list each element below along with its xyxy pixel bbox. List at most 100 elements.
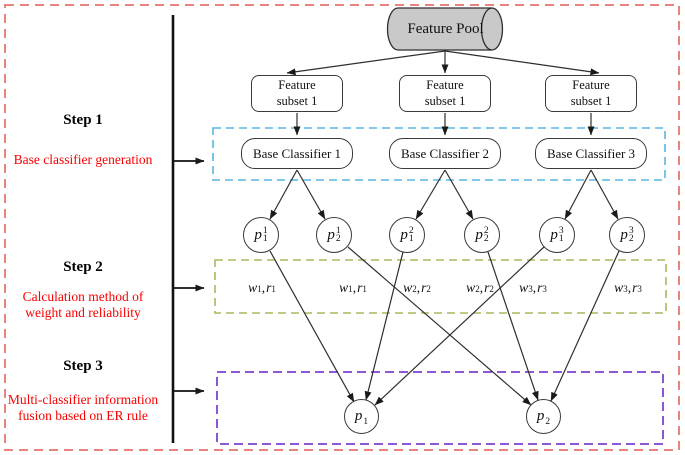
r-symbol: r — [632, 279, 638, 295]
base-classifier-box-3: Base Classifier 3 — [535, 138, 647, 169]
figure-outer-border — [4, 4, 680, 451]
belief-3-base: p — [400, 226, 408, 243]
w-subscript: 1 — [348, 283, 353, 294]
belief-1-base: p — [254, 226, 262, 243]
feature-subset-3-line1: Feature — [572, 78, 610, 92]
feature-subset-1-line1: Feature — [278, 78, 316, 92]
classifier1-to-p11-arrow — [269, 169, 298, 220]
r-subscript: 3 — [637, 283, 642, 294]
w-subscript: 1 — [257, 283, 262, 294]
separator: , — [416, 279, 421, 295]
w-symbol: w — [466, 279, 476, 295]
w-subscript: 3 — [528, 283, 533, 294]
step3-description-line2: fusion based on ER rule — [18, 408, 148, 423]
separator: , — [479, 279, 484, 295]
belief-4-base: p — [475, 226, 483, 243]
p21-to-p2-arrow — [347, 246, 532, 406]
feature-subset-box-1: Feature subset 1 — [251, 75, 343, 112]
step3-region-box — [216, 371, 664, 445]
belief-1-sub: 1 — [262, 234, 268, 244]
belief-2-base: p — [327, 226, 335, 243]
classifier3-to-p23-arrow — [590, 169, 619, 220]
w-subscript: 2 — [475, 283, 480, 294]
feature-subset-2-line1: Feature — [426, 78, 464, 92]
base-classifier-2-label: Base Classifier 2 — [400, 145, 490, 161]
feature-pool-label: Feature Pool — [407, 20, 484, 37]
belief-1-sup: 1 — [262, 225, 268, 236]
belief-4-sub: 2 — [483, 234, 489, 244]
separator: , — [532, 279, 537, 295]
w-symbol: w — [403, 279, 413, 295]
step3-description-line1: Multi-classifier information — [7, 392, 159, 407]
classifier3-to-p13-arrow — [564, 169, 592, 220]
pool-to-subset1-arrow — [286, 50, 446, 76]
belief-5-base: p — [550, 226, 558, 243]
fused-2-base: p — [536, 408, 545, 424]
feature-subset-3-line2: subset 1 — [570, 93, 612, 108]
base-classifier-box-1: Base Classifier 1 — [241, 138, 353, 169]
w-subscript: 3 — [623, 283, 628, 294]
separator: , — [627, 279, 632, 295]
belief-4-sup: 2 — [483, 225, 489, 236]
separator: , — [261, 279, 266, 295]
feature-subset-1-line2: subset 1 — [276, 93, 318, 108]
belief-3-sub: 1 — [408, 234, 414, 244]
belief-6-base: p — [620, 226, 628, 243]
r-symbol: r — [266, 279, 272, 295]
base-classifier-box-2: Base Classifier 2 — [389, 138, 501, 169]
r-subscript: 2 — [426, 283, 431, 294]
belief-2-sup: 1 — [335, 225, 341, 236]
w-symbol: w — [339, 279, 349, 295]
feature-subset-2-line2: subset 1 — [424, 93, 466, 108]
p22-to-p2-arrow — [487, 251, 539, 401]
feature-subset-box-2: Feature subset 1 — [399, 75, 491, 112]
step2-title: Step 2 — [63, 259, 103, 275]
classifier2-to-p12-arrow — [415, 169, 446, 220]
separator: , — [352, 279, 357, 295]
r-subscript: 2 — [489, 283, 494, 294]
feature-pool-cylinder-rim — [480, 7, 493, 51]
classifier2-to-p22-arrow — [444, 169, 474, 220]
step2-description-line2: weight and reliability — [25, 305, 141, 320]
p23-to-p2-arrow — [550, 250, 620, 402]
step1-description: Base classifier generation — [13, 152, 153, 167]
w-symbol: w — [248, 279, 258, 295]
step3-title: Step 3 — [63, 358, 103, 374]
p11-to-p1-arrow — [269, 250, 355, 403]
belief-6-sub: 2 — [628, 234, 634, 244]
r-symbol: r — [537, 279, 543, 295]
base-classifier-3-label: Base Classifier 3 — [546, 145, 636, 161]
w-subscript: 2 — [412, 283, 417, 294]
base-classifier-1-label: Base Classifier 1 — [252, 145, 342, 161]
w-symbol: w — [519, 279, 529, 295]
p12-to-p1-arrow — [364, 251, 404, 401]
belief-3-sup: 2 — [408, 225, 414, 236]
step1-title: Step 1 — [63, 112, 103, 128]
step2-description-line1: Calculation method of — [22, 289, 144, 304]
feature-subset-box-3: Feature subset 1 — [545, 75, 637, 112]
r-subscript: 3 — [542, 283, 547, 294]
pool-to-subset3-arrow — [444, 50, 600, 76]
r-subscript: 1 — [362, 283, 367, 294]
w-symbol: w — [614, 279, 624, 295]
belief-5-sup: 3 — [558, 225, 564, 236]
r-symbol: r — [484, 279, 490, 295]
fused-1-base: p — [354, 408, 363, 424]
r-subscript: 1 — [271, 283, 276, 294]
